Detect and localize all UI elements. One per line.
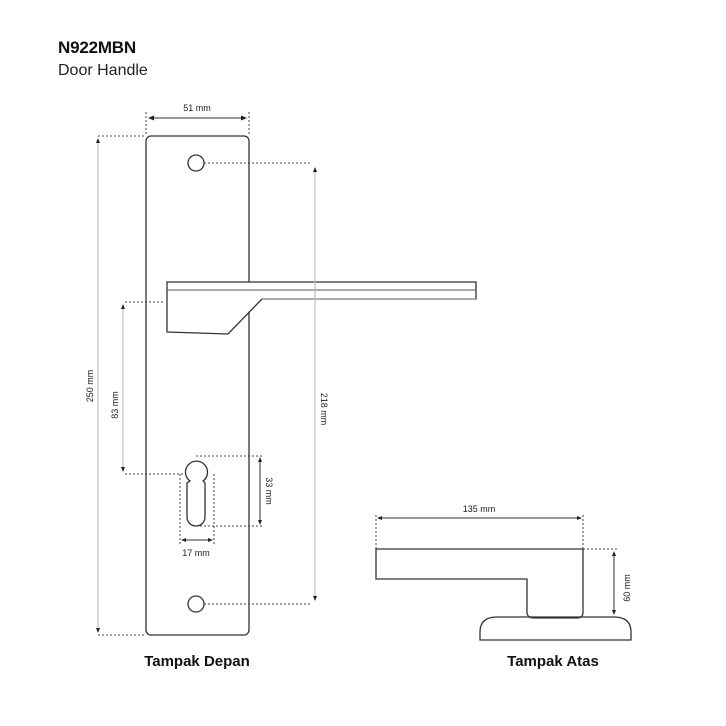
dim-keyhole-height: 33 mm bbox=[264, 477, 274, 505]
front-view-label: Tampak Depan bbox=[144, 653, 250, 670]
front-view: 51 mm 250 mm 218 mm 83 mm 33 mm bbox=[85, 103, 477, 670]
dim-projection: 60 mm bbox=[622, 574, 632, 602]
top-screw-hole bbox=[187, 154, 205, 172]
product-type: Door Handle bbox=[58, 62, 148, 79]
dim-plate-width: 51 mm bbox=[183, 103, 211, 113]
dim-handle-length: 135 mm bbox=[463, 504, 496, 514]
top-view-label: Tampak Atas bbox=[507, 653, 599, 670]
lever-handle-top bbox=[375, 548, 584, 619]
dim-plate-height: 250 mm bbox=[85, 370, 95, 403]
lever-handle-front bbox=[166, 281, 477, 335]
keyhole-cylinder bbox=[184, 460, 209, 527]
rosette bbox=[479, 616, 632, 641]
product-code: N922MBN bbox=[58, 38, 136, 57]
dim-screw-spacing: 218 mm bbox=[319, 393, 329, 426]
dim-keyhole-width: 17 mm bbox=[182, 548, 210, 558]
backplate bbox=[145, 135, 250, 636]
bottom-screw-hole bbox=[187, 595, 205, 613]
top-view: 135 mm 60 mm Tampak Atas bbox=[375, 504, 632, 670]
dim-handle-to-keyhole: 83 mm bbox=[110, 391, 120, 419]
